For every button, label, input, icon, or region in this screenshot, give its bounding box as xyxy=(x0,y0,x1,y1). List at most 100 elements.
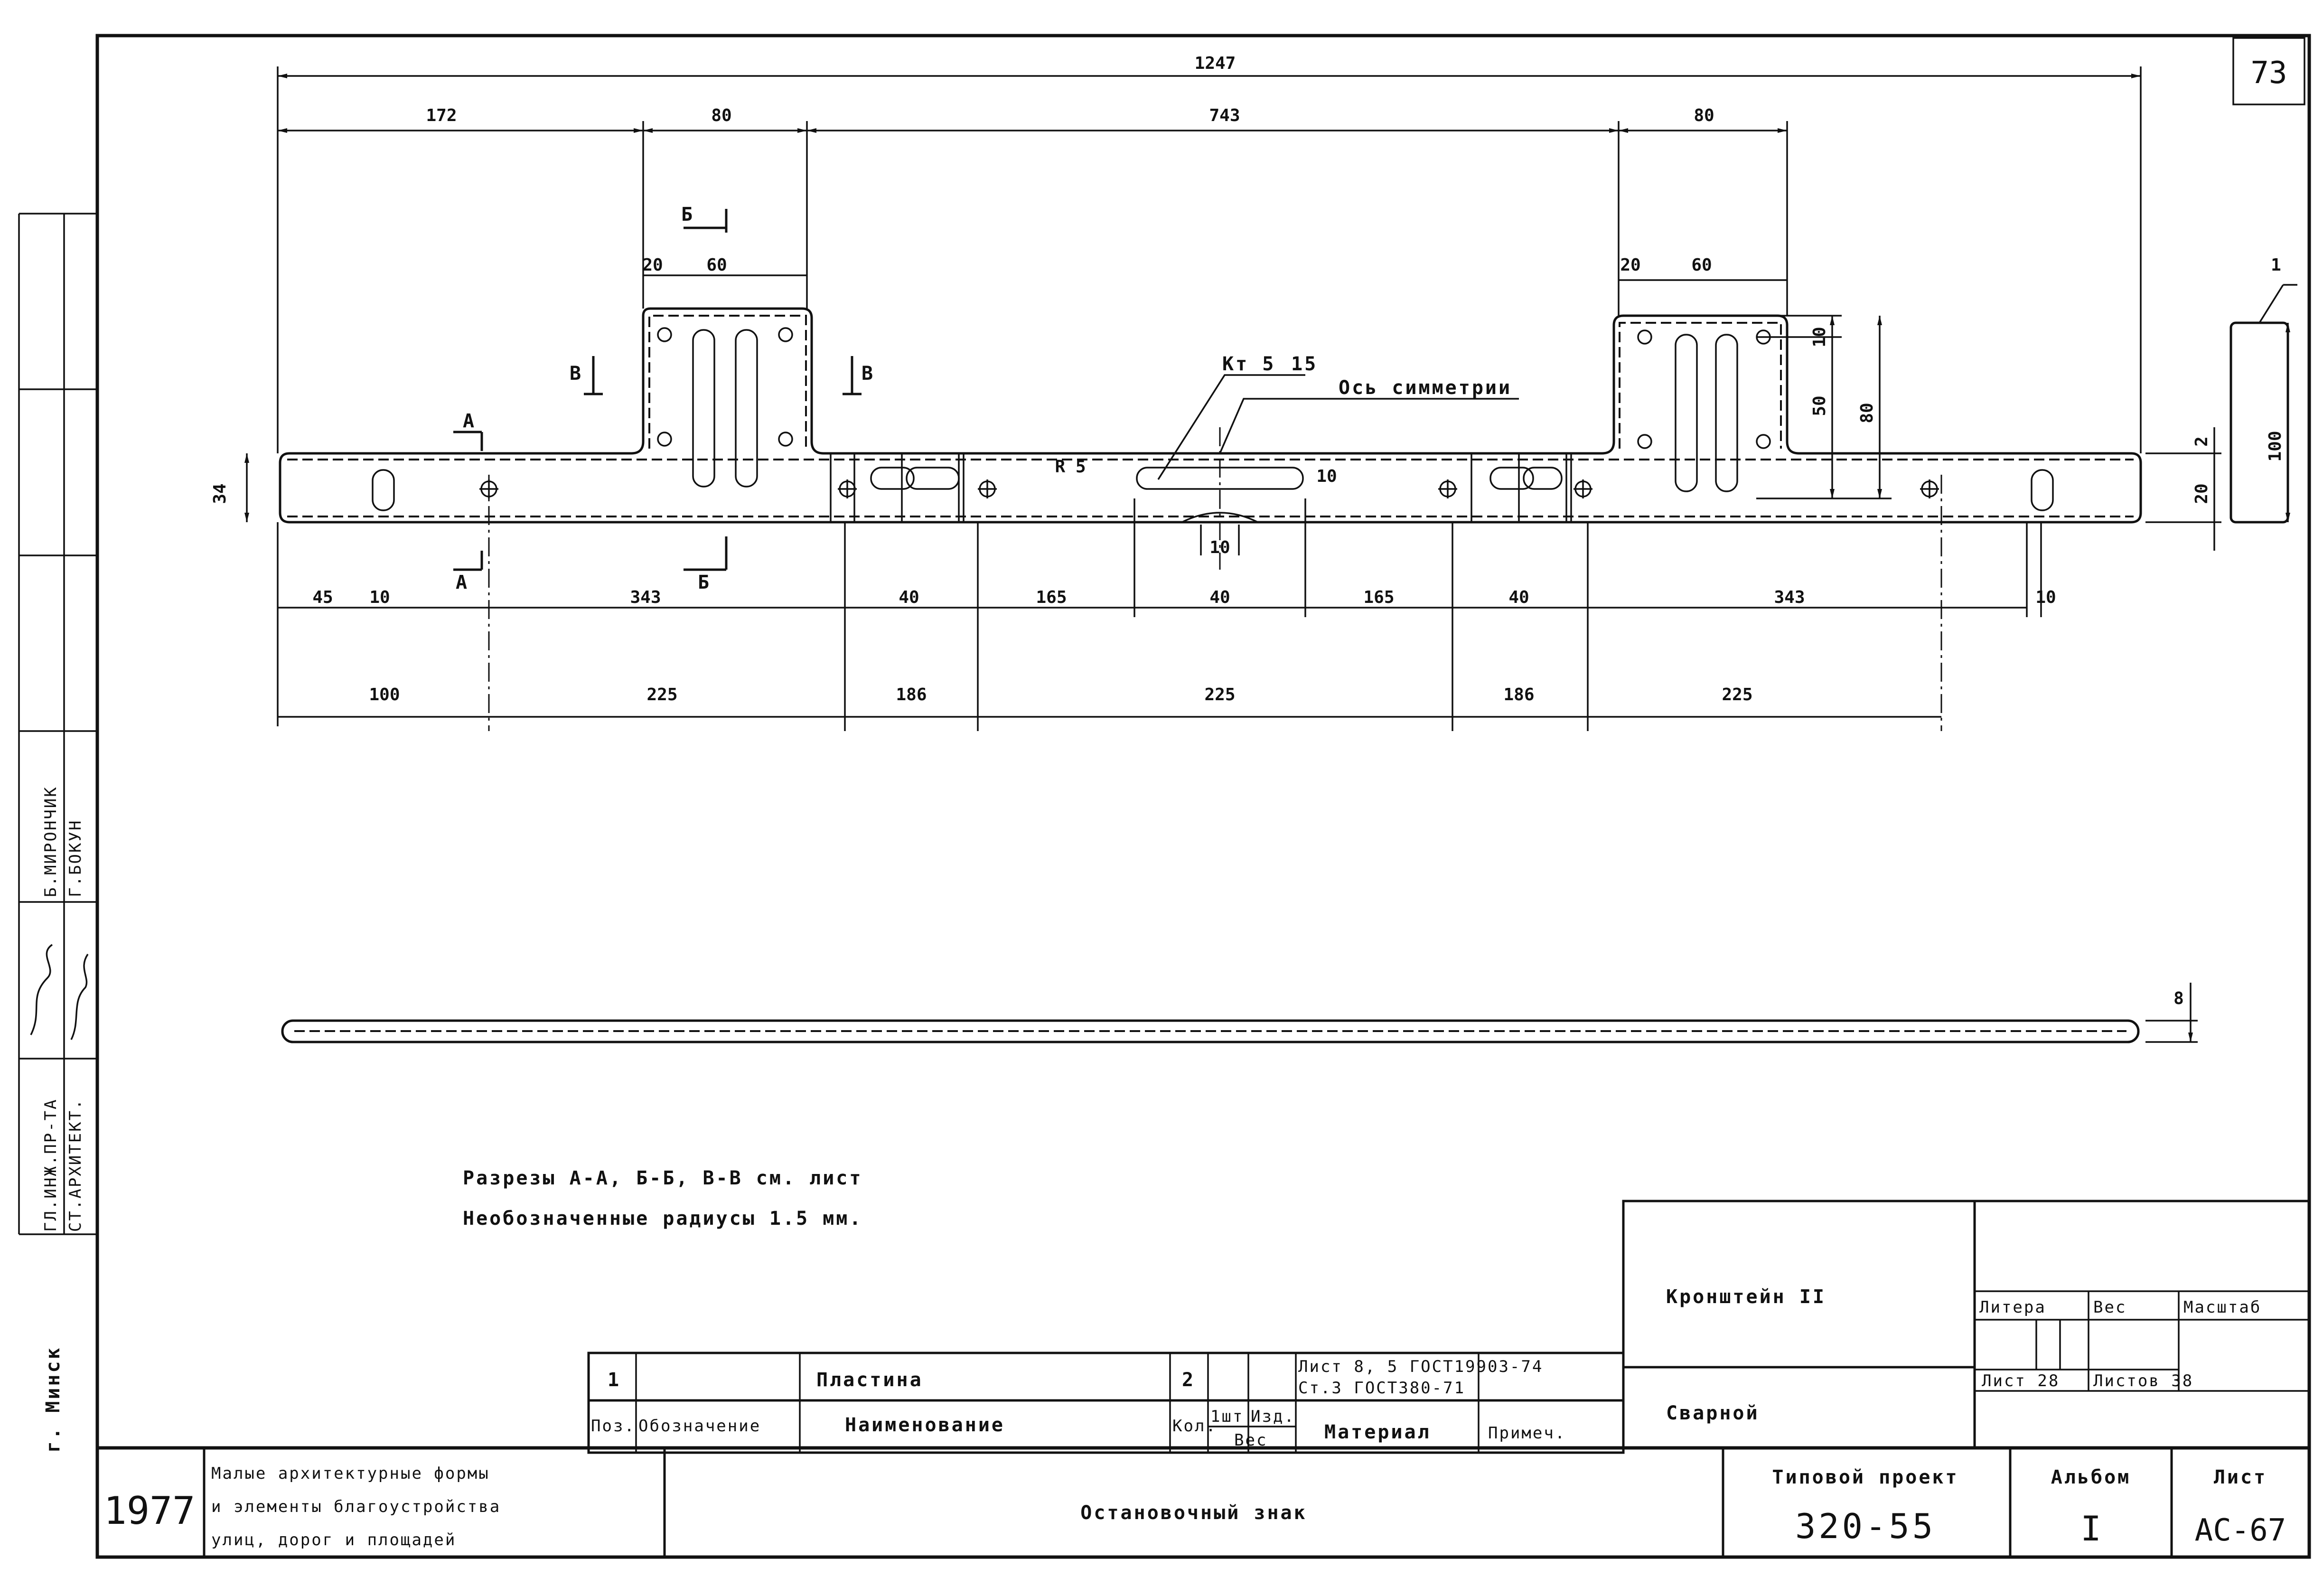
signature-mark xyxy=(70,954,89,1040)
svg-text:60: 60 xyxy=(706,255,727,275)
svg-text:50: 50 xyxy=(1810,395,1829,416)
plate-outline xyxy=(279,307,2142,524)
svg-text:186: 186 xyxy=(1503,685,1534,704)
section-label-a: А xyxy=(456,572,469,593)
svg-text:80: 80 xyxy=(711,106,731,125)
svg-text:40: 40 xyxy=(899,588,919,607)
svg-text:60: 60 xyxy=(1691,255,1712,275)
series-line-1: Малые архитектурные формы xyxy=(211,1464,490,1483)
svg-text:10: 10 xyxy=(1810,327,1829,347)
svg-text:1247: 1247 xyxy=(1195,54,1236,73)
note-sections: Разрезы А-А, Б-Б, В-В см. лист xyxy=(463,1167,862,1189)
svg-text:186: 186 xyxy=(896,685,927,704)
sheet-label: Лист 28 xyxy=(1982,1371,2060,1390)
svg-text:80: 80 xyxy=(1857,403,1877,423)
svg-text:10: 10 xyxy=(1316,467,1337,486)
spec-header-material: Материал xyxy=(1324,1421,1431,1443)
svg-text:100: 100 xyxy=(2266,431,2285,461)
section-label-b: Б xyxy=(681,204,694,225)
svg-text:225: 225 xyxy=(646,685,677,704)
section-label-v: В xyxy=(862,363,875,385)
svg-text:165: 165 xyxy=(1036,588,1067,607)
signature-mark xyxy=(30,944,53,1035)
year: 1977 xyxy=(104,1489,196,1533)
svg-text:45: 45 xyxy=(312,588,333,607)
spec-header-unit: 1шт xyxy=(1210,1407,1244,1426)
weld-length: 15 xyxy=(1291,353,1318,375)
svg-text:40: 40 xyxy=(1209,588,1230,607)
bracket-plan-view xyxy=(279,307,2142,555)
svg-text:743: 743 xyxy=(1209,106,1240,125)
part-type: Сварной xyxy=(1666,1402,1760,1424)
svg-text:10: 10 xyxy=(369,588,390,607)
spec-header-note: Примеч. xyxy=(1488,1424,1566,1443)
city-label: г. Минск xyxy=(42,1346,64,1453)
drawing-frame xyxy=(95,34,2311,1559)
section-label-v: В xyxy=(570,363,583,385)
svg-text:40: 40 xyxy=(1508,588,1529,607)
svg-text:R 5: R 5 xyxy=(1055,457,1086,477)
mounting-holes xyxy=(479,327,1939,498)
svg-text:225: 225 xyxy=(1722,685,1752,704)
svg-text:100: 100 xyxy=(369,685,400,704)
flat-side-view xyxy=(281,983,2198,1043)
drawing-title: Остановочный знак xyxy=(1080,1502,1307,1524)
center-weld-tab xyxy=(1181,512,1258,555)
note-radii: Необозначенные радиусы 1.5 мм. xyxy=(463,1208,862,1230)
side-view xyxy=(2229,284,2297,524)
dimension-lines xyxy=(244,66,2290,731)
litera-label: Литера xyxy=(1979,1298,2046,1317)
role-senior-architect: СТ.АРХИТЕКТ. xyxy=(66,1098,85,1232)
svg-text:2: 2 xyxy=(2192,436,2211,447)
spec-header-product: Изд. xyxy=(1251,1407,1295,1426)
series-line-2: и элементы благоустройства xyxy=(211,1497,501,1516)
sheet-label-bottom: Лист xyxy=(2214,1466,2267,1488)
svg-text:80: 80 xyxy=(1694,106,1714,125)
weight-label: Вес xyxy=(2093,1298,2126,1317)
role-chief-engineer: ГЛ.ИНЖ.ПР-ТА xyxy=(41,1098,60,1232)
part-name: Кронштейн II xyxy=(1666,1286,1826,1308)
section-markers xyxy=(453,209,862,571)
spec-header-qty: Кол. xyxy=(1172,1417,1217,1436)
total-sheets-label: Листов 38 xyxy=(2093,1371,2193,1390)
callout-leaders xyxy=(1157,374,1519,480)
svg-text:34: 34 xyxy=(210,483,230,504)
svg-text:1: 1 xyxy=(2271,255,2281,275)
symmetry-axis-label: Ось симметрии xyxy=(1339,377,1512,399)
spec-material-2: Ст.3 ГОСТ380-71 xyxy=(1298,1379,1465,1398)
sheet-number: 73 xyxy=(2250,56,2287,91)
spec-header-designation: Обозначение xyxy=(638,1417,761,1436)
spec-name: Пластина xyxy=(816,1369,923,1391)
svg-text:20: 20 xyxy=(1620,255,1640,275)
spec-pos: 1 xyxy=(608,1369,621,1391)
svg-text:20: 20 xyxy=(642,255,663,275)
svg-text:343: 343 xyxy=(630,588,661,607)
svg-text:10: 10 xyxy=(2035,588,2056,607)
left-approval-strip xyxy=(18,213,97,1235)
svg-text:10: 10 xyxy=(1209,538,1230,557)
svg-text:343: 343 xyxy=(1774,588,1805,607)
project-number: 320-55 xyxy=(1795,1506,1936,1546)
svg-text:165: 165 xyxy=(1363,588,1394,607)
svg-text:8: 8 xyxy=(2173,989,2184,1008)
name-mironchik: Б.МИРОНЧИК xyxy=(41,786,60,897)
spec-header-pos: Поз. xyxy=(591,1417,636,1436)
section-label-a: А xyxy=(463,410,476,432)
svg-text:172: 172 xyxy=(426,106,457,125)
section-label-b: Б xyxy=(698,572,711,593)
slots xyxy=(372,329,2054,511)
album-label: Альбом xyxy=(2051,1466,2131,1488)
sheet-number-box xyxy=(2232,37,2305,105)
sheet-code: АС-67 xyxy=(2195,1513,2286,1548)
spec-qty: 2 xyxy=(1182,1369,1195,1391)
series-line-3: улиц, дорог и площадей xyxy=(211,1530,456,1549)
project-label: Типовой проект xyxy=(1772,1466,1958,1488)
weld-callout: Кт 5 xyxy=(1222,353,1275,375)
album-number: I xyxy=(2080,1509,2101,1549)
svg-text:20: 20 xyxy=(2192,483,2211,504)
title-block xyxy=(95,1200,2311,1559)
spec-material-1: Лист 8, 5 ГОСТ19903-74 xyxy=(1298,1357,1543,1376)
dimension-values: 1247 172 80 743 80 20 60 20 60 10 50 80 … xyxy=(210,54,2285,1008)
scale-label: Масштаб xyxy=(2183,1298,2261,1317)
